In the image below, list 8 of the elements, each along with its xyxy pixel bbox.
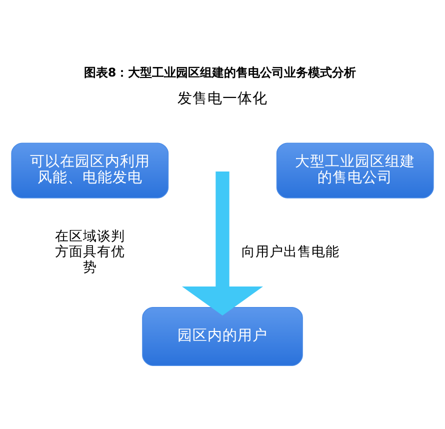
node-box: 园区内的用户 [142, 306, 303, 366]
node-box: 大型工业园区组建的售电公司 [276, 142, 434, 198]
arrow [182, 170, 264, 315]
label: 发售电一体化 [178, 90, 268, 107]
edge-label: 向用户出售电能 [242, 243, 340, 260]
label: 在区域谈判方面具有优势 [54, 228, 125, 275]
diagram-title: 图表8：大型工业园区组建的售电公司业务模式分析 [84, 65, 356, 80]
node-box: 可以在园区内利用风能、电能发电 [11, 142, 169, 198]
